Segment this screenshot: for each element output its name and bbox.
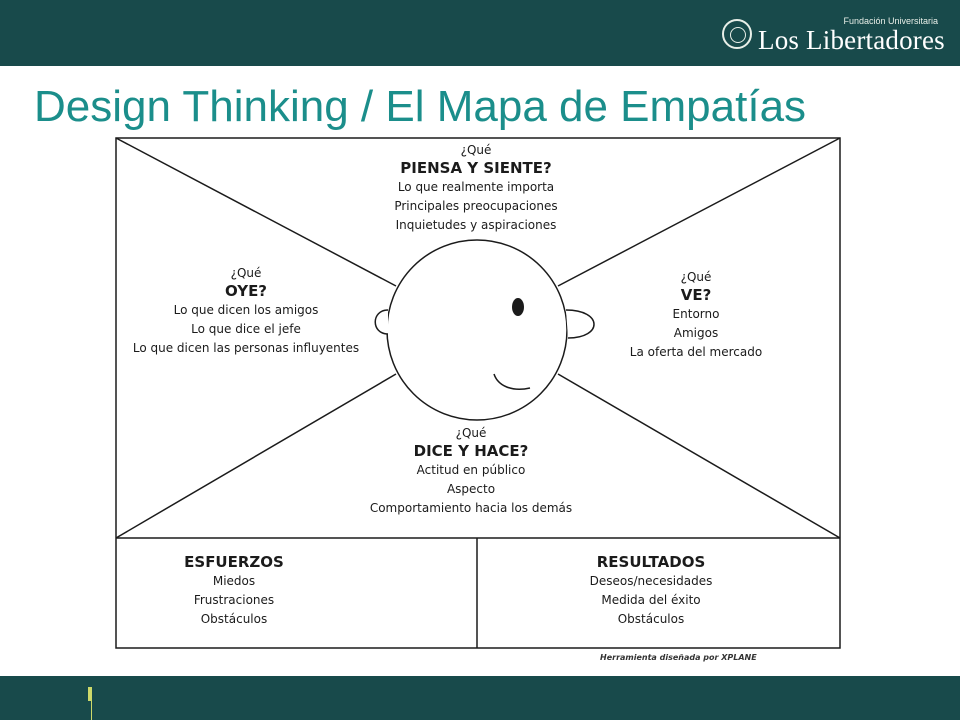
left-ear-icon [374, 309, 389, 335]
logo-name: Los Libertadores [758, 25, 945, 55]
sees-item: Amigos [673, 326, 719, 340]
hears-item: Lo que dice el jefe [191, 322, 301, 336]
says-question: ¿Qué [455, 426, 487, 440]
gains-item: Medida del éxito [601, 593, 701, 607]
says-item: Actitud en público [416, 463, 526, 477]
diagonal-bottom-left [115, 373, 397, 539]
thinks-question: ¿Qué [460, 143, 492, 157]
sees-question: ¿Qué [680, 270, 712, 284]
says-heading: DICE Y HACE? [413, 442, 529, 460]
gains-heading: RESULTADOS [596, 553, 706, 571]
tool-credit: Herramienta diseñada por XPLANE [600, 653, 757, 662]
thinks-item: Lo que realmente importa [397, 180, 555, 194]
says-item: Comportamiento hacia los demás [369, 501, 573, 515]
hears-heading: OYE? [224, 282, 268, 300]
slide-title: Design Thinking / El Mapa de Empatías [34, 82, 807, 131]
gains-item: Deseos/necesidades [589, 574, 713, 588]
thinks-and-feels-section: ¿Qué PIENSA Y SIENTE? Lo que realmente i… [316, 142, 636, 235]
head-icon [386, 239, 568, 421]
empathy-map-diagram: ¿Qué PIENSA Y SIENTE? Lo que realmente i… [66, 134, 874, 670]
thinks-item: Principales preocupaciones [394, 199, 558, 213]
map-frame [115, 137, 841, 649]
pains-section: ESFUERZOS Miedos Frustraciones Obstáculo… [144, 552, 324, 629]
pains-item: Frustraciones [193, 593, 275, 607]
pains-item: Miedos [212, 574, 256, 588]
university-seal-icon [722, 19, 752, 49]
pains-item: Obstáculos [200, 612, 268, 626]
accent-line [91, 701, 92, 720]
diagonal-top-right [557, 137, 841, 287]
sees-heading: VE? [680, 286, 712, 304]
bottom-bar [0, 676, 960, 720]
sees-section: ¿Qué VE? Entorno Amigos La oferta del me… [606, 269, 786, 362]
gains-section: RESULTADOS Deseos/necesidades Medida del… [551, 552, 751, 629]
thinks-heading: PIENSA Y SIENTE? [400, 159, 552, 177]
hears-item: Lo que dicen las personas influyentes [132, 341, 360, 355]
diagonal-bottom-right [557, 373, 841, 539]
right-ear-icon [565, 309, 595, 339]
hears-item: Lo que dicen los amigos [173, 303, 319, 317]
says-and-does-section: ¿Qué DICE Y HACE? Actitud en público Asp… [306, 425, 636, 518]
hears-question: ¿Qué [230, 266, 262, 280]
accent-mark [88, 687, 92, 701]
logo-subtitle: Fundación Universitaria [843, 16, 938, 26]
university-logo: Fundación Universitaria Los Libertadores [722, 12, 945, 56]
pains-heading: ESFUERZOS [184, 553, 284, 571]
gains-item: Obstáculos [617, 612, 685, 626]
hears-section: ¿Qué OYE? Lo que dicen los amigos Lo que… [116, 265, 376, 358]
mouth-icon [493, 373, 531, 390]
top-bar: Fundación Universitaria Los Libertadores [0, 0, 960, 66]
diagonal-top-left [115, 137, 397, 287]
sees-item: Entorno [672, 307, 720, 321]
says-item: Aspecto [446, 482, 496, 496]
eye-icon [512, 298, 524, 316]
empathy-map-lines [115, 137, 841, 649]
sees-item: La oferta del mercado [629, 345, 763, 359]
thinks-item: Inquietudes y aspiraciones [395, 218, 557, 232]
